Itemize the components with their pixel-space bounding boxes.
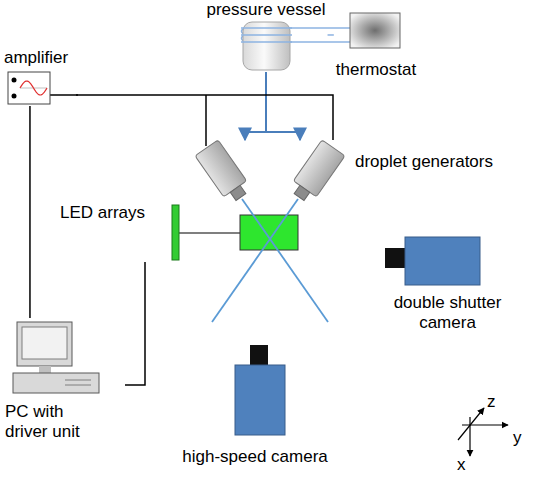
liquid-feed-line: [245, 132, 266, 140]
axis-label: x: [457, 455, 466, 475]
node-label: amplifier: [4, 48, 68, 68]
droplet-generator: [195, 140, 252, 205]
axis-cross: [458, 408, 508, 456]
amplifier-body: [8, 72, 50, 104]
connector: [125, 262, 145, 385]
axis-label: y: [513, 428, 522, 448]
drive-slot: [65, 380, 91, 385]
computer: PC with driver unit: [5, 318, 125, 446]
axis-label: z: [487, 392, 496, 412]
terminal: [12, 78, 17, 83]
node-label: PC with driver unit: [5, 402, 105, 442]
signal-wire: [205, 95, 207, 146]
led-bar: [172, 205, 179, 260]
amplifier-box: amplifier: [4, 48, 76, 106]
droplet-generator: [288, 140, 345, 205]
signal-wire: [50, 94, 78, 96]
camera-lens: [250, 345, 268, 367]
camera: double shutter camera: [380, 230, 545, 338]
node-label: droplet generators: [355, 152, 493, 172]
node-label: LED arrays: [60, 203, 145, 223]
thermostat-box: thermostat: [334, 8, 418, 84]
vessel-body: [243, 22, 290, 70]
node-label: high-speed camera: [182, 447, 328, 467]
droplet-generator: droplet generators: [280, 140, 548, 205]
computer-case: [13, 373, 99, 393]
thermostat-body: [350, 13, 400, 48]
terminal: [12, 94, 17, 99]
camera-body: [235, 365, 285, 435]
connector: [266, 72, 300, 140]
screen: [22, 327, 67, 359]
connector: [29, 106, 31, 318]
measurement-volume: [240, 215, 298, 250]
heating-coil: [241, 28, 292, 42]
monitor-stand: [39, 366, 51, 373]
node-shape: [280, 140, 548, 205]
camera-lens: [385, 248, 407, 268]
connector: [328, 34, 334, 36]
node-label: thermostat: [336, 60, 416, 80]
pressure-vessel: pressure vessel: [204, 0, 327, 72]
sine-wave: [20, 81, 47, 95]
generator-nozzle: [294, 185, 310, 200]
droplet-streams: [212, 199, 328, 322]
camera-body: [405, 237, 480, 285]
node-label: pressure vessel: [206, 0, 325, 20]
monitor: [17, 322, 72, 366]
camera: high-speed camera: [160, 343, 350, 473]
connector: [76, 95, 333, 140]
led-array: LED arrays: [60, 200, 182, 262]
light-path: [179, 232, 240, 233]
node-label: double shutter camera: [385, 293, 510, 333]
